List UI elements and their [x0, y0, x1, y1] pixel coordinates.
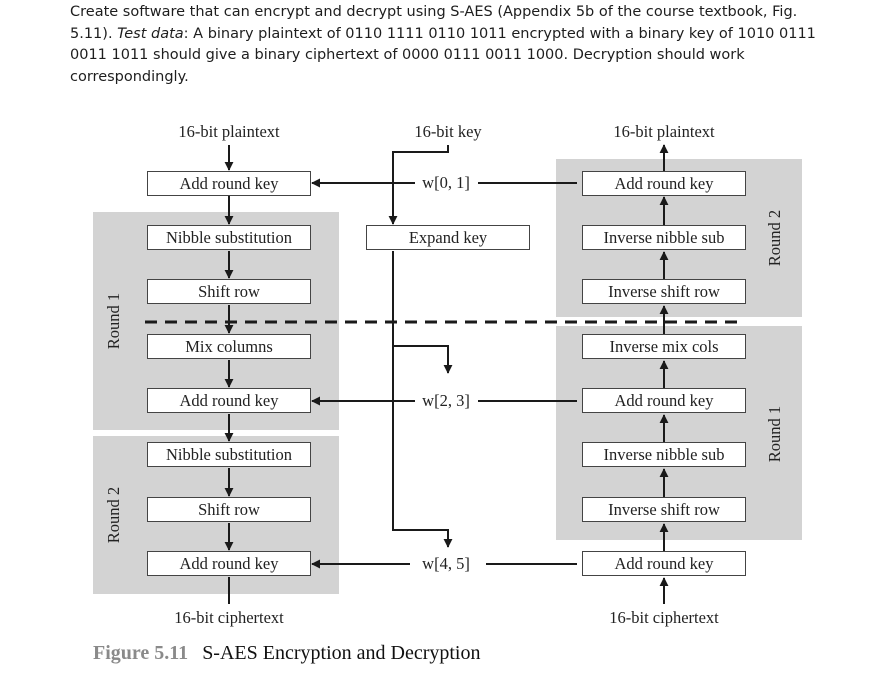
dec-add-round-key-1: Add round key — [582, 388, 746, 413]
key-input-label: 16-bit key — [414, 122, 482, 141]
assignment-paragraph: Create software that can encrypt and dec… — [70, 2, 850, 88]
enc-add-round-key-1: Add round key — [147, 388, 311, 413]
dec-output-label: 16-bit plaintext — [613, 122, 715, 141]
w23-label: w[2, 3] — [418, 391, 474, 411]
paragraph-line-1: Create software that can encrypt and dec… — [70, 4, 798, 20]
dec-add-round-key-2: Add round key — [582, 171, 746, 196]
enc-round2-label: Round 2 — [104, 486, 123, 544]
enc-input-label: 16-bit plaintext — [178, 122, 280, 141]
dec-inverse-nibble-sub-1: Inverse nibble sub — [582, 442, 746, 467]
enc-nibble-sub-1: Nibble substitution — [147, 225, 311, 250]
w01-label: w[0, 1] — [418, 173, 474, 193]
dec-input-label: 16-bit ciphertext — [609, 608, 719, 627]
figure-caption: Figure 5.11 S-AES Encryption and Decrypti… — [93, 642, 480, 665]
w45-label: w[4, 5] — [418, 554, 474, 574]
figure-number: Figure 5.11 — [93, 642, 189, 664]
key-path — [388, 145, 449, 225]
test-data-label: Test data — [117, 25, 184, 42]
dec-round2-label: Round 2 — [765, 209, 784, 267]
dec-inverse-nibble-sub-2: Inverse nibble sub — [582, 225, 746, 250]
paragraph-line-3: 0011 1011 should give a binary ciphertex… — [70, 47, 745, 63]
paragraph-line-4: correspondingly. — [70, 68, 189, 85]
enc-output-label: 16-bit ciphertext — [174, 608, 284, 627]
paragraph-line-2-start: 5.11). — [70, 25, 118, 42]
enc-shift-row-1: Shift row — [147, 279, 311, 304]
expand-output-path — [392, 251, 453, 548]
w23-branch — [393, 345, 453, 374]
paragraph-line-2: 5.11). Test data: A binary plaintext of … — [70, 24, 850, 46]
dec-round1-label: Round 1 — [765, 405, 784, 463]
enc-shift-row-2: Shift row — [147, 497, 311, 522]
enc-add-round-key-2: Add round key — [147, 551, 311, 576]
dec-inverse-shift-row-2: Inverse shift row — [582, 279, 746, 304]
enc-nibble-sub-2: Nibble substitution — [147, 442, 311, 467]
figure-title: S-AES Encryption and Decryption — [202, 642, 481, 664]
enc-round1-label: Round 1 — [104, 292, 123, 350]
dec-inverse-shift-row-1: Inverse shift row — [582, 497, 746, 522]
enc-mix-columns: Mix columns — [147, 334, 311, 359]
dec-inverse-mix-cols: Inverse mix cols — [582, 334, 746, 359]
dec-add-round-key-0: Add round key — [582, 551, 746, 576]
paragraph-line-2-rest: : A binary plaintext of 0110 1111 0110 1… — [183, 25, 816, 42]
expand-key-box: Expand key — [366, 225, 530, 250]
enc-add-round-key-0: Add round key — [147, 171, 311, 196]
